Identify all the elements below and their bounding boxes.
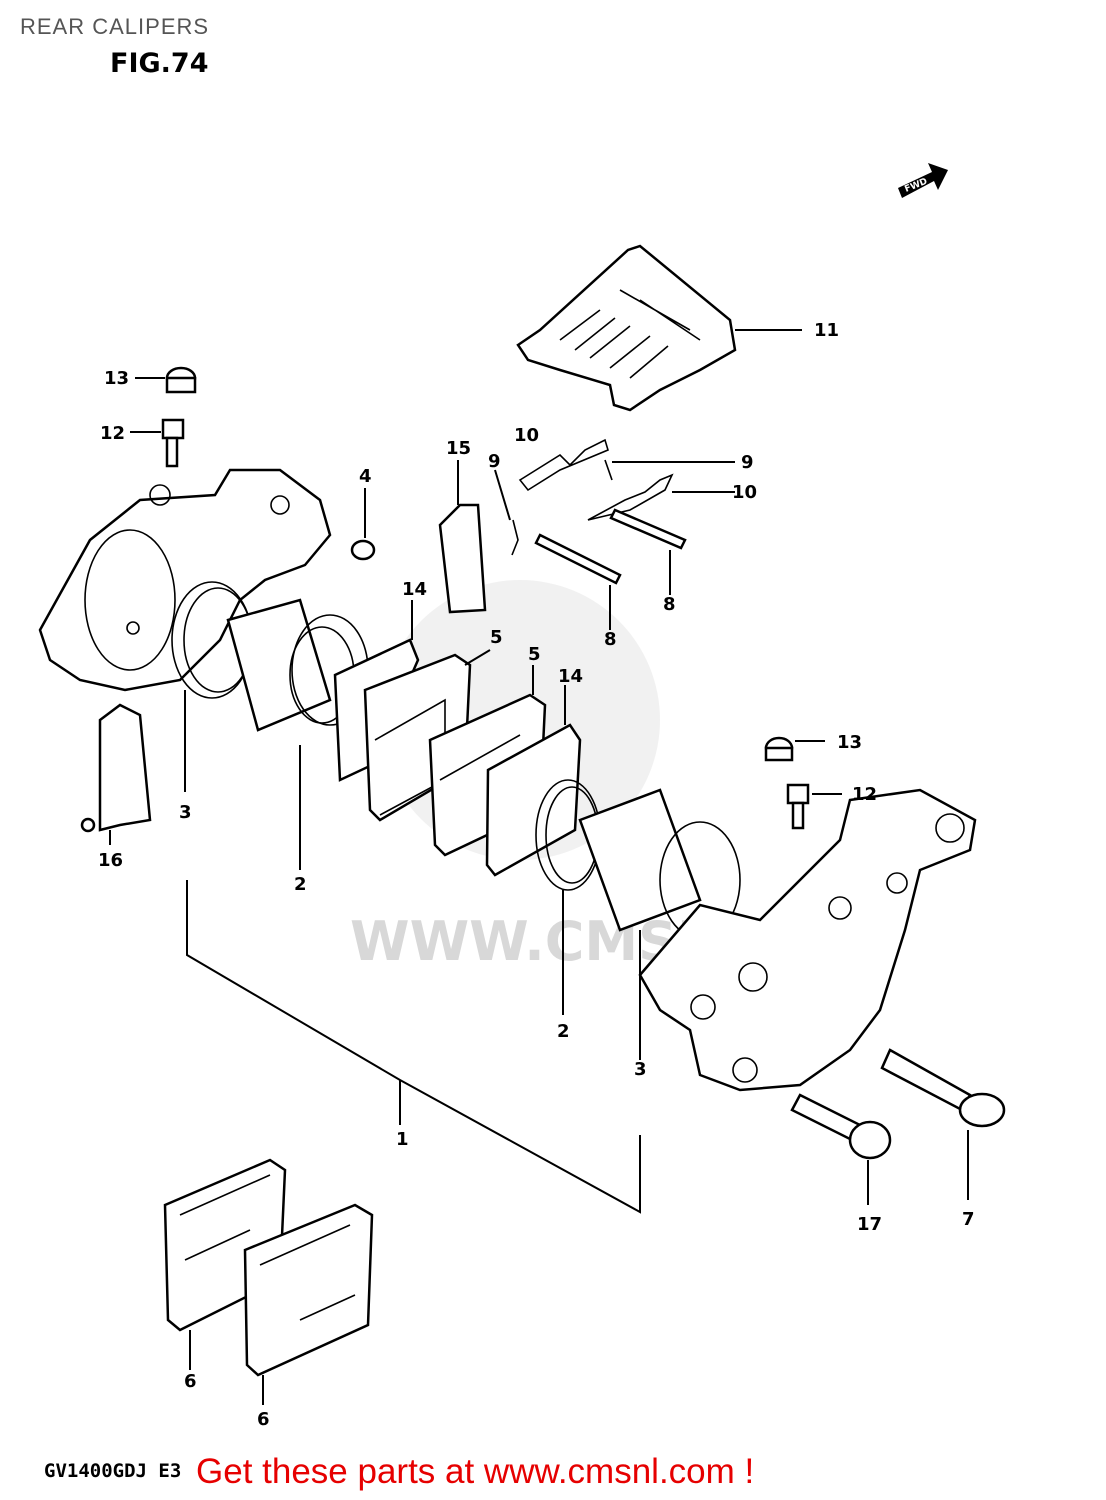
bleeder-valve-upper (130, 418, 185, 468)
bolt-17 (790, 1093, 892, 1205)
pad-spring-10-left (518, 438, 609, 492)
pad-pin-8-left (534, 533, 622, 630)
callout-3-right: 3 (634, 1059, 647, 1080)
callout-9-right: 9 (741, 452, 754, 473)
callout-3-left: 3 (179, 802, 192, 823)
callout-14-left: 14 (402, 579, 427, 600)
callout-6-front: 6 (184, 1371, 197, 1392)
callout-12-lower: 12 (852, 784, 877, 805)
callout-6-rear: 6 (257, 1409, 270, 1430)
callout-8-right: 8 (663, 594, 676, 615)
callout-8-left: 8 (604, 629, 617, 650)
bleeder-cap-upper (135, 366, 197, 394)
nut-4 (350, 488, 376, 561)
pad-pin-8-right (609, 508, 687, 595)
piston-left (226, 598, 369, 870)
pad-spring-plate (516, 244, 802, 412)
bleeder-valve-lower (786, 783, 842, 830)
pad-shim-15 (438, 460, 487, 614)
assembly-bracket-1 (186, 880, 641, 1214)
brake-pad-6-rear (243, 1203, 374, 1405)
shim-14-right (485, 685, 582, 877)
fwd-arrow-icon: FWD (898, 163, 948, 198)
bolt-7 (880, 1048, 1006, 1200)
callout-13-upper: 13 (104, 368, 129, 389)
callout-16: 16 (98, 850, 123, 871)
callout-15: 15 (446, 438, 471, 459)
clip-9-right (604, 459, 735, 481)
callout-7: 7 (962, 1209, 975, 1230)
callout-11: 11 (814, 320, 839, 341)
clip-9-left (494, 469, 519, 556)
promo-link[interactable]: Get these parts at www.cmsnl.com ! (196, 1452, 755, 1491)
callout-2-left: 2 (294, 874, 307, 895)
model-code: GV1400GDJ E3 (44, 1460, 182, 1482)
callout-4: 4 (359, 466, 372, 487)
bleeder-cap-lower (764, 736, 825, 762)
callout-12-upper: 12 (100, 423, 125, 444)
callout-9-left: 9 (488, 451, 501, 472)
fwd-label: FWD (903, 177, 929, 195)
pad-spring-10-right (587, 473, 735, 521)
callout-5-left: 5 (490, 627, 503, 648)
callout-17: 17 (857, 1214, 882, 1235)
callout-13-lower: 13 (837, 732, 862, 753)
page-title: REAR CALIPERS (20, 14, 210, 39)
callout-1: 1 (396, 1129, 409, 1150)
callout-14-right: 14 (558, 666, 583, 687)
pad-shim-16 (80, 703, 152, 845)
callout-10-right: 10 (732, 482, 757, 503)
caliper-housing-right (638, 788, 977, 1092)
figure-number: FIG.74 (110, 48, 209, 79)
caliper-housing-left (38, 468, 332, 692)
callout-2-right: 2 (557, 1021, 570, 1042)
callout-10-left: 10 (514, 425, 539, 446)
callout-5-right: 5 (528, 644, 541, 665)
